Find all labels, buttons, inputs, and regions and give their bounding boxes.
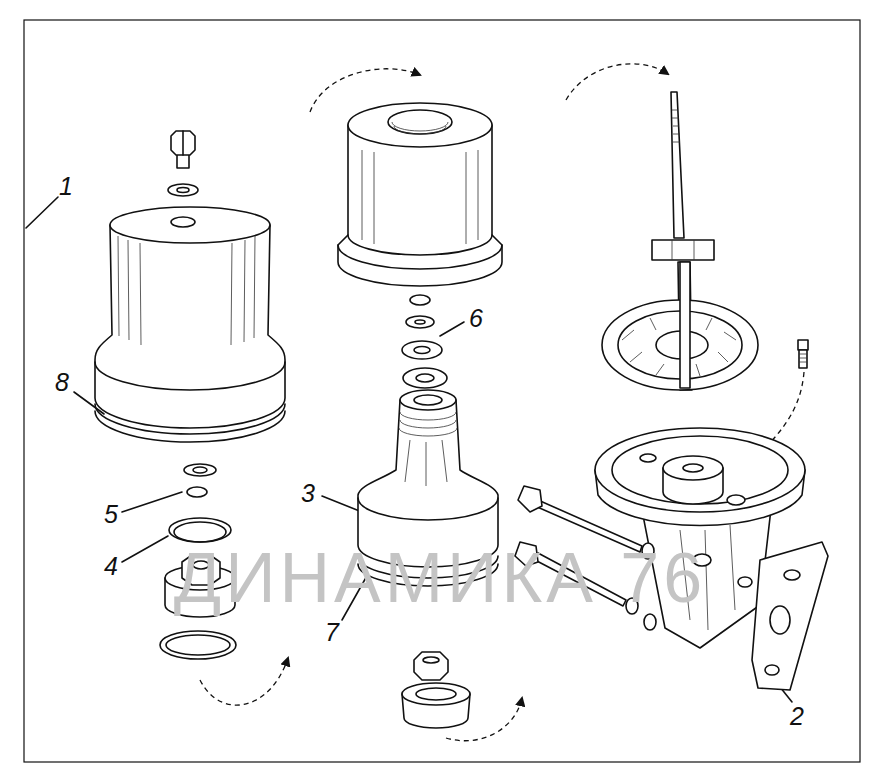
callout-number: 3	[301, 481, 315, 506]
callout-number: 8	[55, 370, 69, 395]
filter-cover-part	[95, 225, 285, 428]
callout-number: 4	[104, 554, 118, 579]
fitting-part	[799, 350, 807, 368]
callout-number: 7	[325, 620, 339, 645]
axle-part	[652, 240, 714, 260]
nut-assembly-part	[184, 464, 216, 476]
filter-housing-part	[663, 456, 723, 480]
nut-assembly-part	[174, 522, 226, 542]
housing-gasket-part	[765, 665, 779, 675]
washers-part	[403, 368, 447, 388]
filter-cover-part	[118, 236, 255, 345]
filter-housing-part	[683, 464, 703, 472]
rotor-cover-part	[388, 110, 452, 134]
rotor-nut-part	[416, 688, 456, 700]
filter-housing-part	[738, 577, 752, 587]
nut-assembly-part	[169, 518, 231, 542]
callout-number: 2	[790, 704, 804, 729]
washers-part	[416, 374, 434, 382]
housing-gasket-part	[770, 606, 790, 634]
rotor-nut	[402, 652, 522, 741]
nut-assembly-part	[160, 631, 236, 659]
housing-gasket	[752, 542, 828, 690]
axle-part	[671, 92, 684, 238]
filter-housing-part	[640, 454, 656, 462]
axle-part	[566, 64, 668, 100]
rotor-body-part	[414, 395, 442, 405]
fitting-part	[798, 340, 808, 350]
callout-number: 6	[469, 306, 483, 331]
nut-assembly-part	[200, 658, 288, 705]
washers-part	[410, 295, 430, 305]
leader-lines-part	[440, 322, 464, 336]
callout-number: 1	[59, 174, 73, 199]
rotor-body-part	[400, 390, 456, 410]
axle-part	[672, 110, 680, 142]
rotor-cover-part	[338, 125, 502, 286]
rotor-cover-part	[310, 69, 420, 112]
frame	[24, 20, 860, 762]
rotor-cover	[310, 69, 502, 286]
rotor-cover-part	[348, 235, 492, 255]
bolts-part	[644, 614, 656, 630]
gasket	[95, 404, 285, 442]
gasket-part	[95, 404, 285, 434]
leader-lines-part	[26, 197, 58, 228]
filter-housing-part	[612, 436, 788, 504]
cover-bolt-part	[177, 188, 189, 193]
rotor-cover-part	[348, 103, 492, 147]
cover-bolt-part	[168, 184, 198, 196]
baffle-plate-part	[680, 262, 690, 388]
leader-lines-part	[322, 496, 362, 512]
washers	[402, 295, 447, 388]
filter-cover-part	[171, 217, 195, 227]
rotor-body-part	[358, 498, 498, 520]
housing-gasket-part	[752, 542, 828, 690]
rotor-body-part	[405, 440, 447, 486]
rotor-nut-part	[423, 657, 439, 663]
washers-part	[415, 320, 425, 324]
cover-bolt-part	[182, 131, 184, 155]
leader-lines-part	[122, 536, 168, 562]
fitting-part	[799, 354, 807, 362]
rotor-body-part	[358, 400, 498, 567]
nut-assembly-part	[166, 635, 230, 655]
cover-bolt-part	[171, 131, 195, 155]
rotor-cover-part	[338, 245, 502, 269]
watermark: ДИНАМИКА 76	[174, 543, 706, 613]
washers-part	[414, 347, 430, 354]
filter-cover-part	[95, 362, 285, 390]
baffle-plate	[602, 262, 758, 390]
axle-part	[672, 240, 694, 260]
housing-gasket-part	[784, 570, 800, 580]
rotor-nut-part	[402, 683, 470, 705]
rotor-body-part	[399, 412, 457, 436]
rotor-nut-part	[446, 698, 522, 741]
callout-number: 5	[104, 502, 118, 527]
rotor-nut-part	[414, 652, 448, 680]
rotor-cover-part	[392, 122, 448, 134]
washers-part	[406, 316, 434, 328]
nut-assembly-part	[193, 467, 207, 473]
frame-part	[24, 20, 860, 762]
rotor-cover-part	[362, 150, 478, 244]
gasket-part	[95, 411, 285, 442]
filter-housing-part	[727, 495, 745, 505]
filter-cover-part	[110, 207, 270, 243]
axle-part	[678, 262, 692, 390]
leader-lines-part	[74, 392, 104, 414]
washers-part	[402, 341, 442, 359]
filter-cover	[95, 207, 285, 428]
baffle-plate-part	[622, 318, 736, 376]
nut-assembly-part	[187, 487, 207, 497]
leader-lines-part	[122, 492, 182, 512]
filter-housing-part	[595, 428, 805, 512]
bolts-part	[518, 486, 542, 512]
